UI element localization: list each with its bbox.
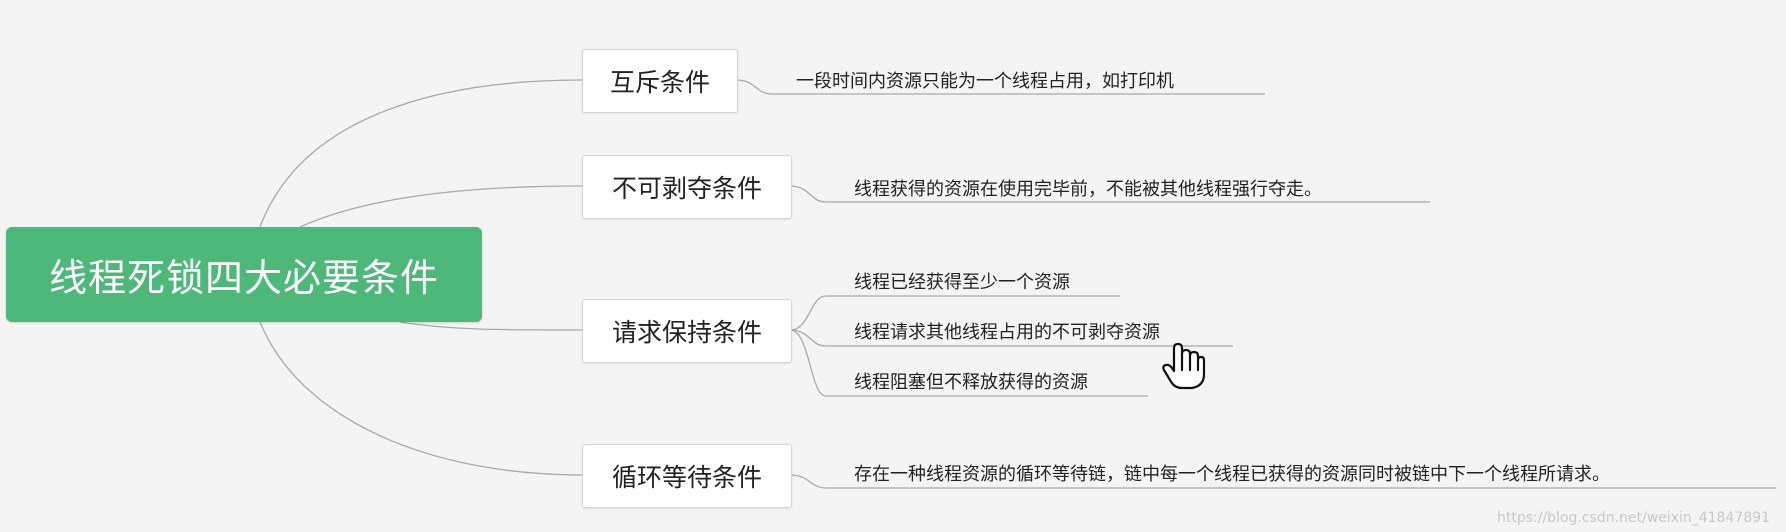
connector-root-mutex [259, 79, 583, 228]
topic-circular-wait-condition-label: 循环等待条件 [611, 463, 762, 492]
topic-mutex-condition[interactable]: 互斥条件 [582, 49, 738, 113]
connector-holdwait-detail-1 [789, 295, 1120, 331]
connector-root-circular [259, 321, 583, 476]
hand-pointer-icon [1162, 342, 1206, 390]
subtopic-non-preemption-detail[interactable]: 线程获得的资源在使用完毕前，不能被其他线程强行夺走。 [854, 179, 1322, 200]
connector-root-holdwait [399, 321, 583, 331]
topic-hold-and-wait-condition-label: 请求保持条件 [611, 318, 762, 347]
topic-circular-wait-condition[interactable]: 循环等待条件 [582, 444, 792, 508]
topic-non-preemption-condition[interactable]: 不可剥夺条件 [582, 155, 792, 219]
topic-mutex-condition-label: 互斥条件 [609, 68, 710, 97]
root-topic[interactable]: 线程死锁四大必要条件 [6, 227, 482, 322]
connector-holdwait-detail-3 [789, 329, 1148, 397]
subtopic-mutex-detail[interactable]: 一段时间内资源只能为一个线程占用，如打印机 [796, 71, 1174, 92]
subtopic-circular-wait-detail[interactable]: 存在一种线程资源的循环等待链，链中每一个线程已获得的资源同时被链中下一个线程所请… [854, 464, 1610, 485]
watermark-text: https://blog.csdn.net/weixin_41847891 [1496, 510, 1770, 526]
subtopic-hold-and-wait-detail-1[interactable]: 线程已经获得至少一个资源 [854, 272, 1070, 293]
topic-non-preemption-condition-label: 不可剥夺条件 [611, 174, 762, 203]
connector-holdwait-detail-2 [789, 329, 1233, 347]
topic-hold-and-wait-condition[interactable]: 请求保持条件 [582, 299, 792, 363]
connector-circular-detail [789, 474, 1776, 489]
subtopic-hold-and-wait-detail-3[interactable]: 线程阻塞但不释放获得的资源 [854, 372, 1088, 393]
subtopic-hold-and-wait-detail-2[interactable]: 线程请求其他线程占用的不可剥夺资源 [854, 322, 1160, 343]
connector-mutex-detail [735, 79, 1265, 95]
connector-nonpreempt-detail [789, 185, 1430, 203]
root-topic-label: 线程死锁四大必要条件 [48, 256, 439, 300]
connector-root-nonpreempt [299, 185, 583, 228]
